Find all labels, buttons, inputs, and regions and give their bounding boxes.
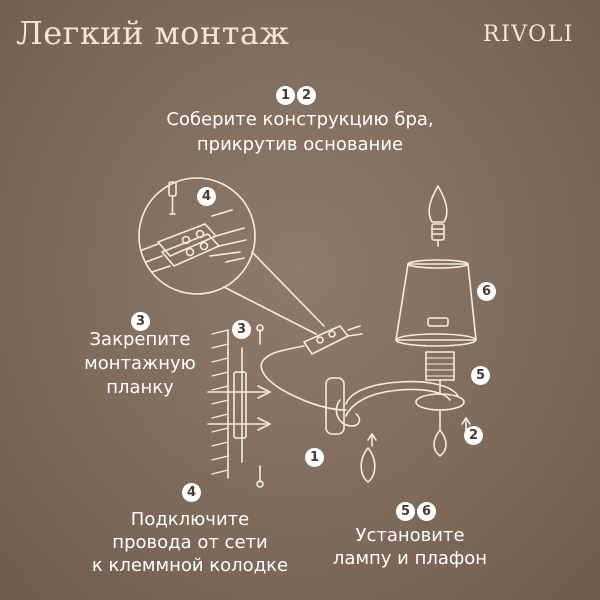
brand-logo: RIVOLI bbox=[482, 22, 574, 47]
step-left-line3: планку bbox=[106, 377, 174, 398]
lamp-holder bbox=[415, 351, 465, 411]
zoom-connector-line-b bbox=[251, 251, 325, 327]
step-badge-5: 5 bbox=[396, 502, 415, 521]
callout-badge-zoom: 4 bbox=[197, 187, 216, 206]
step-br-line1: Установите bbox=[355, 525, 465, 546]
zoom-detail bbox=[138, 177, 325, 335]
wires-zoom bbox=[141, 209, 247, 273]
step-br-line2: лампу и плафон bbox=[332, 548, 488, 569]
step-left-line1: Закрепите bbox=[89, 329, 191, 350]
step-bl-line2: провода от сети bbox=[112, 532, 268, 553]
callout-badge-plate: 3 bbox=[232, 320, 251, 339]
zoom-circle bbox=[138, 177, 256, 295]
wall bbox=[211, 329, 229, 479]
step-bl-line3: к клеммной колодке bbox=[91, 555, 289, 576]
step-badge-2: 2 bbox=[297, 86, 316, 105]
step-top-line2: прикрутив основание bbox=[196, 134, 404, 155]
pendant-arrow bbox=[461, 417, 471, 433]
sconce-base bbox=[325, 377, 345, 435]
step-badge-4: 4 bbox=[182, 483, 201, 502]
step-bl-line1: Подключите bbox=[130, 509, 250, 530]
bulb-icon bbox=[428, 185, 448, 247]
callout-badge-shade: 6 bbox=[477, 282, 496, 301]
callout-badge-base: 1 bbox=[305, 448, 324, 467]
terminal-block bbox=[303, 325, 363, 355]
step-badge-3: 3 bbox=[131, 312, 150, 331]
screwdriver-icon bbox=[168, 181, 177, 215]
crystal-pendant-left bbox=[360, 433, 377, 483]
mounting-plate bbox=[207, 324, 271, 488]
terminal-block-zoom bbox=[157, 223, 220, 267]
step-left-line2: монтажную bbox=[84, 353, 196, 374]
callout-badge-crystal: 2 bbox=[464, 426, 483, 445]
page-title: Легкий монтаж bbox=[16, 14, 290, 52]
step-badge-1: 1 bbox=[276, 86, 295, 105]
step-badge-6: 6 bbox=[417, 502, 436, 521]
crystal-pendant-right bbox=[433, 409, 447, 457]
callout-badge-holder: 5 bbox=[471, 366, 490, 385]
zoom-connector-line-a bbox=[223, 286, 317, 335]
step-top-line1: Соберите конструкцию бра, bbox=[166, 109, 434, 130]
lamp-shade bbox=[395, 259, 477, 347]
